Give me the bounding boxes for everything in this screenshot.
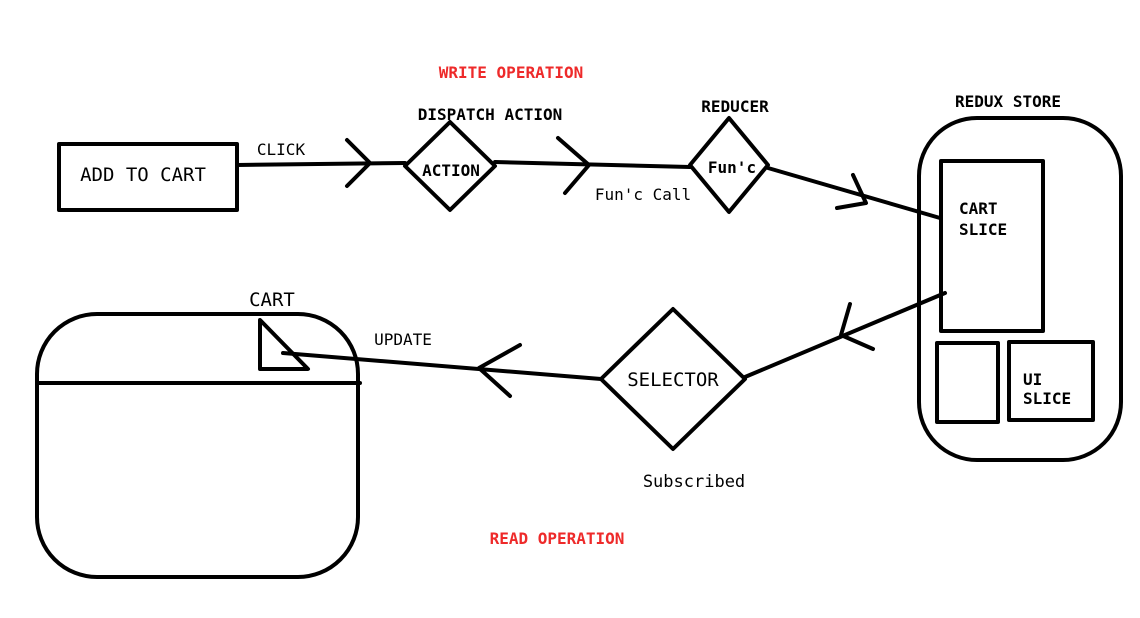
add-to-cart-box — [57, 142, 239, 212]
cart-slice-label-line2: SLICE — [959, 220, 1007, 239]
click-arrow-line — [235, 161, 407, 167]
ui-slice-label-line1: UI — [1023, 370, 1042, 389]
update-arrow-head — [477, 343, 522, 398]
cart-document-corner-icon — [258, 318, 310, 371]
redux-store-title: REDUX STORE — [955, 92, 1061, 111]
update-arrow-line — [281, 351, 603, 381]
action-diamond — [403, 120, 497, 212]
reducer-to-store-line — [766, 166, 942, 220]
click-arrow-head — [345, 138, 372, 188]
ui-slice-box — [1007, 340, 1095, 422]
action-label: ACTION — [422, 161, 480, 180]
func-call-arrow-line — [493, 160, 692, 169]
subscribed-label: Subscribed — [643, 472, 745, 492]
reducer-to-store-head — [835, 173, 868, 210]
update-label: UPDATE — [374, 330, 432, 349]
empty-slice-box — [935, 341, 1000, 424]
dispatch-action-title: DISPATCH ACTION — [418, 105, 563, 124]
click-label: CLICK — [257, 140, 306, 159]
cart-slice-label-line1: CART — [959, 199, 998, 218]
add-to-cart-label: ADD TO CART — [80, 164, 206, 186]
redux-store-container — [917, 116, 1123, 462]
selector-label: SELECTOR — [627, 369, 719, 391]
func-label: Fun'c — [708, 158, 756, 177]
cart-window — [35, 312, 360, 579]
read-operation-heading: READ OPERATION — [490, 529, 625, 548]
func-call-label: Fun'c Call — [595, 185, 691, 204]
cart-slice-box — [939, 159, 1045, 333]
store-to-selector-head — [839, 302, 875, 351]
ui-slice-label-line2: SLICE — [1023, 389, 1071, 408]
selector-diamond — [599, 307, 747, 451]
reducer-diamond — [688, 116, 770, 214]
write-operation-heading: WRITE OPERATION — [439, 63, 584, 82]
reducer-title: REDUCER — [701, 97, 769, 116]
func-call-arrow-head — [556, 136, 591, 195]
cart-window-title: CART — [249, 289, 295, 311]
